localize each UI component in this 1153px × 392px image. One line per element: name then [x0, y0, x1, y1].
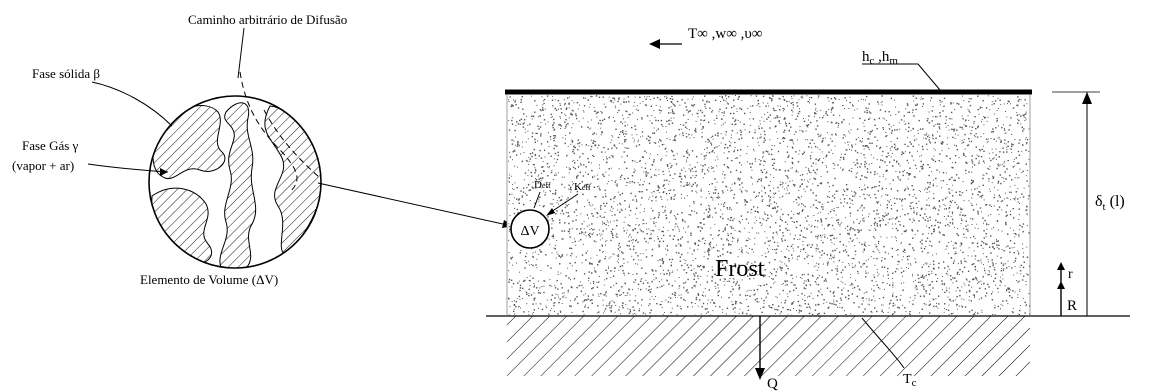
r-arrowhead: [1057, 262, 1065, 270]
R-label: R: [1067, 298, 1077, 314]
frost-speckle-texture: [508, 95, 1030, 315]
delta-v-label: ΔV: [520, 224, 539, 239]
diffusion-path-dashed-2: [263, 109, 321, 179]
thickness-label: δt (l): [1095, 193, 1125, 213]
solid-phase-label: Fase sólida β: [32, 66, 100, 81]
solid-region-center: [219, 102, 257, 268]
gas-phase-arrowhead: [160, 168, 168, 176]
cold-plate: [486, 315, 1130, 376]
free-stream-arrowhead: [649, 39, 660, 49]
frost-layer: [505, 89, 1032, 315]
tc-leader: [861, 317, 905, 369]
cold-plate-hatching: [507, 316, 1030, 376]
d-eff-label: Deff: [534, 179, 551, 191]
diffusion-path-label: Caminho arbitrário de Difusão: [188, 12, 347, 27]
q-label: Q: [767, 376, 778, 392]
zoom-connector-line: [317, 182, 513, 227]
free-stream-label: T∞ ,w∞ ,υ∞: [688, 26, 763, 42]
frost-region: [507, 93, 1030, 315]
volume-element-label: Elemento de Volume (ΔV): [140, 272, 278, 287]
d-eff-leader: [533, 191, 541, 209]
R-arrowhead: [1057, 281, 1065, 289]
hc-hm-leader: [862, 63, 941, 91]
volume-element-circle-group: [87, 27, 322, 269]
k-eff-label: Keff: [574, 181, 591, 193]
gas-phase-label-line1: Fase Gás γ: [22, 138, 79, 153]
solid-region-upper-left: [152, 105, 226, 180]
tc-label: Tc: [903, 372, 917, 389]
k-eff-arrowhead: [546, 208, 555, 216]
diffusion-path-dashed: [239, 71, 298, 193]
solid-phase-leader: [91, 81, 173, 127]
thickness-arrow-top: [1082, 92, 1092, 104]
gas-phase-label-line2: (vapor + ar): [12, 158, 74, 173]
diffusion-path-leader: [237, 27, 245, 79]
delta-v-circle: [510, 209, 550, 249]
q-arrowhead: [755, 368, 765, 380]
solid-region-right: [264, 105, 321, 257]
frost-label: Frost: [715, 256, 765, 282]
hc-label: hc ,hm: [862, 49, 898, 67]
r-label: r: [1068, 267, 1073, 282]
volume-element-circle: [148, 95, 322, 269]
